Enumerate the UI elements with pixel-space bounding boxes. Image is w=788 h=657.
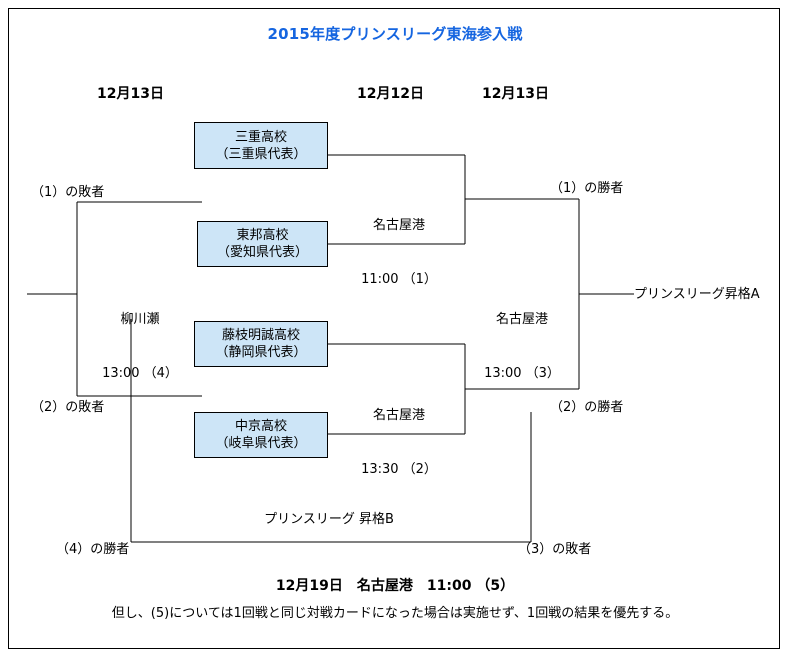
team-name: 中京高校 [234,419,287,434]
match-venue: 名古屋港 [372,408,425,423]
match-time: 13:30 （2） [361,462,437,477]
match-venue: 名古屋港 [372,218,425,233]
team-box-mie[interactable]: 三重高校 （三重県代表） [194,122,328,169]
team-region: （愛知県代表） [216,245,308,260]
date-header-center: 12月12日 [357,86,424,102]
match-label-4-consolation[interactable]: 柳川瀬 13:00 （4） [84,275,196,419]
label-loser-of-1: （1）の敗者 [31,185,105,200]
team-name: 三重高校 [234,129,287,145]
label-loser-of-2: （2）の敗者 [31,400,105,415]
label-loser-of-3: （3）の敗者 [518,542,592,557]
team-region: （岐阜県代表） [215,436,307,451]
team-box-fujieda-meisei[interactable]: 藤枝明誠高校 （静岡県代表） [194,321,328,367]
promotion-label-b: プリンスリーグ 昇格B [264,512,394,527]
team-region: （静岡県代表） [215,345,307,360]
date-header-right: 12月13日 [482,86,549,102]
label-winner-of-2: （2）の勝者 [550,400,624,415]
team-box-chukyo[interactable]: 中京高校 （岐阜県代表） [194,412,328,458]
match-venue: 柳川瀬 [120,312,160,327]
match-label-2[interactable]: 名古屋港 13:30 （2） [339,371,459,515]
match-time: 11:00 （1） [361,272,437,287]
page-title: 2015年度プリンスリーグ東海参入戦 [267,25,523,43]
team-region: （三重県代表） [215,146,307,162]
match-label-3-final[interactable]: 名古屋港 13:00 （3） [467,275,577,419]
label-winner-of-1: （1）の勝者 [550,181,624,196]
match-label-1[interactable]: 名古屋港 11:00 （1） [339,181,459,325]
diagram-frame: 2015年度プリンスリーグ東海参入戦 12月13日 12月12日 12月13日 … [8,8,780,649]
date-header-left: 12月13日 [97,86,164,102]
promotion-label-a: プリンスリーグ昇格A [634,287,760,302]
label-winner-of-4: （4）の勝者 [56,542,130,557]
footer-final-match: 12月19日 名古屋港 11:00 （5） [275,578,515,594]
footer-note: 但し、(5)については1回戦と同じ対戦カードになった場合は実施せず、1回戦の結果… [111,606,679,621]
match-time: 13:00 （4） [102,366,178,381]
match-venue: 名古屋港 [495,312,548,327]
team-name: 東邦高校 [236,228,289,243]
team-name: 藤枝明誠高校 [221,328,300,343]
team-box-toho[interactable]: 東邦高校 （愛知県代表） [197,221,328,267]
match-time: 13:00 （3） [484,366,560,381]
